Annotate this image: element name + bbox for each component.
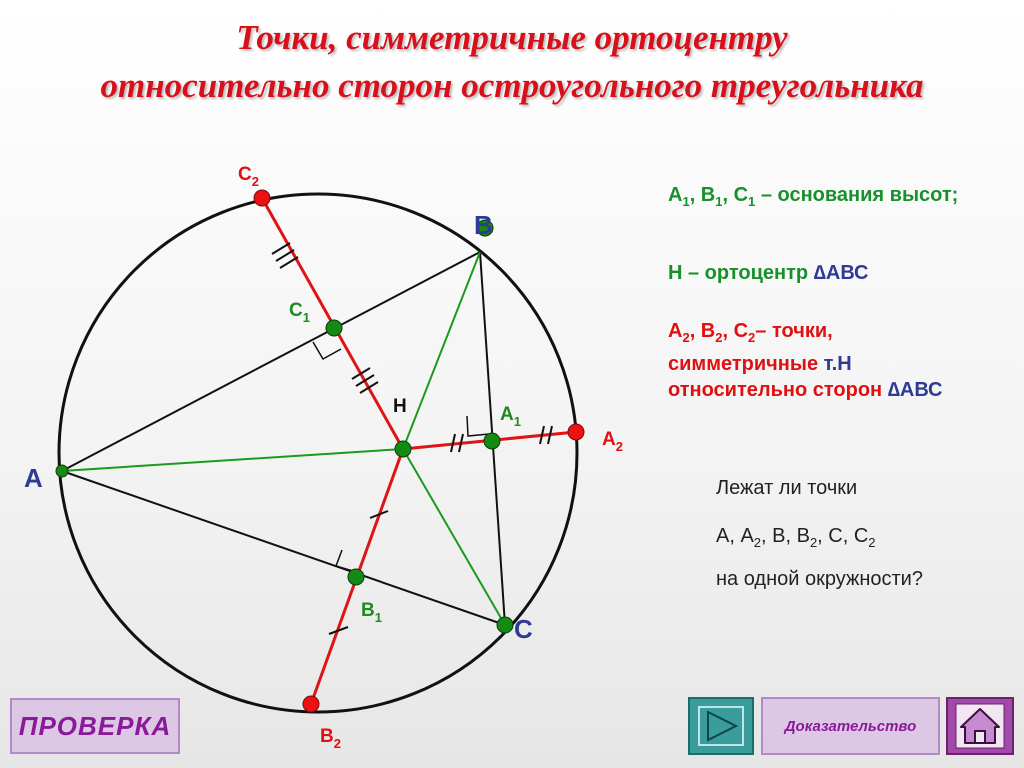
home-button[interactable] [946, 697, 1014, 755]
tick-marks-c2-c1 [271, 242, 299, 269]
circumcircle [57, 192, 579, 714]
point-h [394, 440, 412, 458]
label-h: H [393, 396, 407, 417]
tick-marks-h-a1 [450, 433, 464, 453]
question-points: А, А2, В, В2, С, С2 [716, 525, 876, 550]
point-b2 [302, 695, 320, 713]
label-c2: C2 [238, 164, 259, 189]
point-b1 [347, 568, 365, 586]
title-line-1: Точки, симметричные ортоцентру [236, 18, 788, 57]
label-c: C [514, 614, 533, 644]
proof-button[interactable]: Доказательство [761, 697, 940, 755]
point-b [476, 219, 494, 237]
side-ac [61, 470, 506, 626]
label-a1: A1 [500, 404, 521, 429]
right-angle-mark-c1 [312, 341, 342, 361]
altitude-from-a [61, 448, 404, 472]
info-altitude-feet: A1, B1, C1 – основания высот; [668, 184, 959, 209]
info-symmetric-points: A2, B2, C2– точки, симметричные т.Н отно… [668, 320, 943, 401]
altitude-from-b [402, 251, 481, 450]
tick-marks-h-b1 [369, 510, 389, 519]
tick-marks-b1-b2 [328, 626, 349, 635]
info-orthocenter: Н – ортоцентр ∆АВС [668, 262, 869, 284]
point-c2 [253, 189, 271, 207]
proof-button-label: Доказательство [784, 717, 917, 735]
point-c1 [325, 319, 343, 337]
label-b2: B2 [320, 726, 341, 751]
question-line-3: на одной окружности? [716, 568, 923, 590]
slide-title: Точки, симметричные ортоцентру относител… [0, 14, 1024, 110]
tick-marks-a1-a2 [539, 425, 553, 445]
play-triangle-icon [698, 706, 744, 746]
right-angle-mark-a1 [466, 415, 490, 437]
label-b: B [474, 210, 493, 240]
question-line-1: Лежат ли точки [716, 477, 858, 499]
title-line-2: относительно сторон остроугольного треуг… [100, 66, 924, 105]
label-c1: C1 [289, 300, 310, 325]
play-button[interactable] [688, 697, 754, 755]
point-a1 [483, 432, 501, 450]
check-button-label: ПРОВЕРКА [18, 710, 172, 741]
label-b1: B1 [361, 600, 382, 625]
point-a2 [567, 423, 585, 441]
point-c [496, 616, 514, 634]
tick-marks-c1-h [351, 367, 379, 394]
label-a: A [24, 463, 43, 493]
right-angle-mark-b1 [335, 549, 354, 572]
home-icon [955, 703, 1005, 749]
side-ab [61, 251, 481, 472]
point-a [55, 464, 69, 478]
altitude-from-c [402, 448, 506, 626]
check-button[interactable]: ПРОВЕРКА [10, 698, 180, 754]
label-a2: A2 [602, 429, 623, 454]
